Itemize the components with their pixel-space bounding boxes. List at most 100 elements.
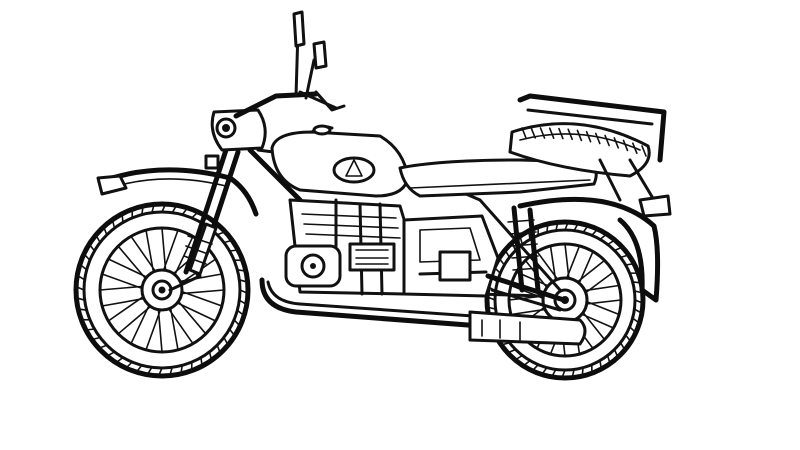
front-wheel [73,201,251,379]
front-wheel-tread-notch [76,274,86,281]
rear-wheel-tread-notch [624,334,632,343]
spare-tire-tread-mark [631,142,638,154]
spare-tire-tread-mark [576,129,583,142]
front-wheel-tread-notch [171,204,178,214]
front-wheel-tread-notch [115,356,124,364]
front-wheel-tread-notch [216,230,226,236]
rear-wheel-tread-notch [582,224,590,234]
rear-wheel-spoke [565,245,581,279]
front-wheel-spoke [157,308,163,353]
front-wheel-tread-notch [151,203,155,214]
rear-wheel-tread-notch [555,221,559,232]
rear-wheel-tread-notch [613,246,624,252]
front-wheel-spoke [117,305,152,335]
front-wheel-tread-notch [191,211,199,219]
front-wheel-spoke [130,304,150,345]
spare-tire-tread-mark [604,134,610,147]
rear-wheel-tread-notch [599,233,608,241]
front-wheel-spoke [176,302,217,322]
spare-tire-tread-mark [585,130,592,143]
spare-tire-tread-mark [613,137,620,149]
rear-rack [508,93,667,212]
front-wheel-tread-notch [238,299,248,306]
front-wheel-tread-notch [180,364,183,375]
rear-wheel-tread-notch [573,222,580,232]
headlight [204,108,267,170]
front-wheel-tread-notch [79,263,88,271]
mirror-left [292,10,306,48]
front-wheel-tread-notch [216,344,222,355]
rear-wheel-tread-notch [590,228,599,237]
rear-wheel-tread-notch [550,368,557,378]
fuel-cap [312,124,332,136]
front-wheel-tread-notch [125,361,133,369]
front-wheel-tread-notch [228,249,239,252]
front-wheel-tread-notch [200,356,203,367]
front-wheel-spoke [107,258,148,278]
turn-signal [204,154,220,170]
front-wheel-tread-notch [135,364,143,373]
front-wheel-spoke [145,229,155,273]
front-wheel-spokes [99,227,225,353]
front-wheel-tread [75,203,249,377]
front-wheel-tread-notch [146,366,153,376]
front-wheel-tread-notch [223,336,229,346]
spare-tire-tread-mark [594,132,601,145]
front-wheel-tread-notch [121,213,124,224]
muffler [468,310,587,346]
rear-wheel-tread-notch [628,325,637,334]
handlebars [233,10,346,119]
rear-wheel-spoke [510,308,546,316]
front-wheel-tread-notch [102,226,108,236]
front-wheel-tread-notch [208,351,213,362]
front-wheel-spoke [179,273,223,283]
rear-wheel-tread-notch [546,223,549,234]
front-wheel-spoke [117,245,147,280]
rear-wheel-tread-notch [506,348,517,354]
rear-wheel-tread-notch [619,341,626,351]
spare-tire-tread-mark [641,145,647,157]
front-wheel-spoke [101,273,143,290]
rear-wheel-tread-notch [504,249,511,259]
rear-wheel-tread-notch [613,348,619,359]
spare-tire-tread-mark [567,128,574,141]
front-wheel-tread-notch [238,278,249,284]
front-wheel-spoke [99,285,144,291]
rear-wheel-tread-notch [540,366,548,376]
front-wheel-tread-notch [141,205,144,216]
front-wheel-spoke [107,295,144,322]
rear-wheel-tread-notch [486,306,497,310]
rear-wheel-tread-notch [486,296,496,301]
spare-tire-tread-mark [539,127,546,139]
front-wheel-tread-notch [161,203,167,213]
rear-wheel-tread-notch [514,354,524,361]
rear-wheel-tread-notch [531,363,540,372]
rear-wheel-spoke [576,259,606,283]
rear-wheel-tread-notch [500,341,511,346]
front-wheel-spoke [181,290,223,307]
front-wheel-tread-notch [88,243,96,252]
rear-shock [507,205,541,293]
rear-wheel-tread-notch [511,241,517,252]
front-wheel-spoke [169,307,179,351]
rear-wheel-spoke [584,284,620,292]
spare-tire-tread-mark [521,127,527,139]
front-wheel-spoke [161,227,167,272]
rear-wheel-tread-notch [581,366,584,377]
front-wheel-spoke [177,300,207,335]
front-wheel-tread-notch [75,296,86,302]
rear-wheel-tread-notch [624,262,635,266]
front-wheel-spoke [167,307,194,345]
spare-tire-tread-mark [558,127,564,140]
rear-wheel-spoke [586,300,620,316]
swingarm [485,273,567,312]
rear-wheel-tread-notch [634,299,644,304]
front-wheel-tread-notch [95,234,101,244]
spare-tire-tread-mark [548,127,555,139]
tank-emblem-triangle [345,159,363,177]
rear-wheel-tread-notch [519,235,524,246]
front-wheel-spoke [180,289,225,295]
rear-wheel-spoke [549,245,557,281]
